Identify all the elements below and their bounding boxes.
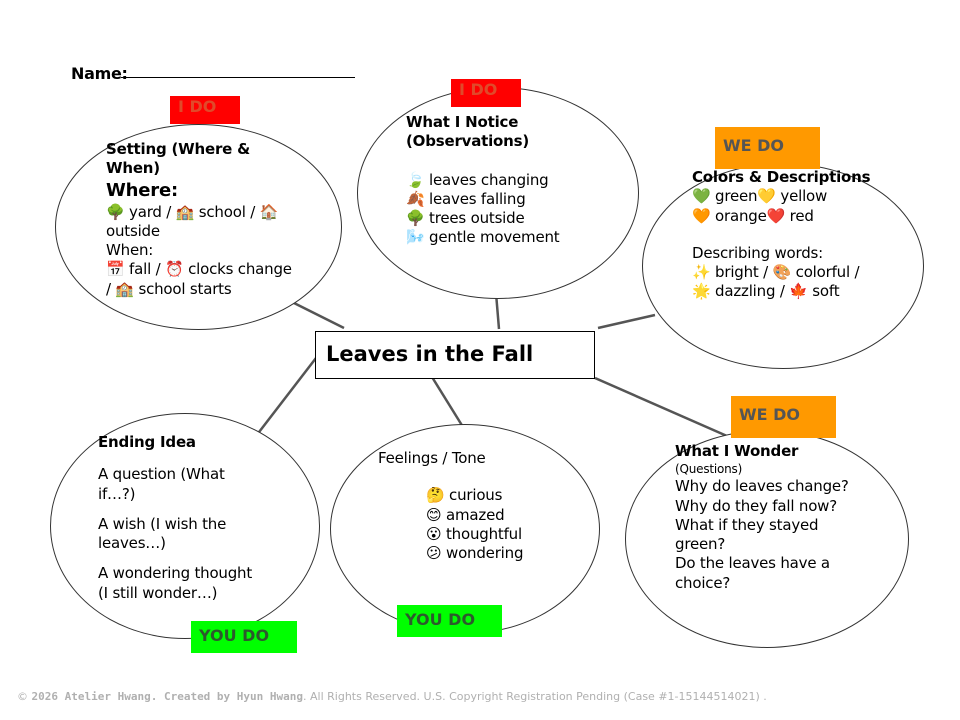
feelings-title: Feelings / Tone bbox=[378, 449, 486, 467]
ending-item: A question (What if…?) bbox=[98, 465, 225, 503]
notice-item: 🍂 leaves falling bbox=[406, 189, 526, 208]
feeling-item: 🤔 curious bbox=[426, 486, 503, 505]
notice-item: 🌬️ gentle movement bbox=[406, 228, 560, 247]
feeling-item: 😊 amazed bbox=[426, 505, 505, 524]
notice-tag: I DO bbox=[451, 79, 521, 107]
footer-rights: . All Rights Reserved. U.S. Copyright Re… bbox=[303, 690, 767, 703]
wonder-question: What if they stayed green? bbox=[675, 515, 819, 554]
ending-oval bbox=[50, 413, 320, 639]
wonder-question: Why do leaves change? bbox=[675, 477, 849, 496]
feelings-tag: YOU DO bbox=[397, 605, 502, 637]
connector-ending bbox=[255, 357, 317, 437]
connector-colors bbox=[597, 313, 656, 330]
wonder-subtitle: (Questions) bbox=[675, 462, 743, 477]
describing-text: ✨ bright / 🎨 colorful / 🌟 dazzling / 🍁 s… bbox=[692, 263, 860, 301]
feelings-oval bbox=[330, 424, 600, 634]
wonder-oval bbox=[625, 430, 909, 648]
where-label: Where: bbox=[106, 179, 178, 201]
when-text: 📅 fall / ⏰ clocks change / 🏫 school star… bbox=[106, 260, 292, 298]
wonder-content: What I Wonder (Questions) Why do leaves … bbox=[675, 442, 860, 593]
colors-content: Colors & Descriptions 💚 green💛 yellow 🧡 … bbox=[692, 168, 882, 302]
ending-content: Ending Idea A question (What if…?) A wis… bbox=[98, 433, 258, 603]
connector-wonder bbox=[594, 376, 728, 438]
setting-tag: I DO bbox=[170, 96, 240, 124]
colors-tag: WE DO bbox=[715, 127, 820, 169]
connector-notice bbox=[494, 292, 501, 330]
notice-item: 🌳 trees outside bbox=[406, 209, 525, 228]
name-label: Name: bbox=[71, 64, 128, 83]
connector-feelings bbox=[430, 376, 465, 428]
ending-item: A wondering thought (I still wonder…) bbox=[98, 564, 253, 602]
setting-content: Setting (Where & When) Where: 🌳 yard / 🏫… bbox=[106, 140, 296, 299]
footer-credit: 2026 Atelier Hwang. Created by Hyun Hwan… bbox=[31, 690, 304, 703]
ending-item: A wish (I wish the leaves…) bbox=[98, 514, 227, 553]
ending-title: Ending Idea bbox=[98, 433, 196, 451]
wonder-question: Do the leaves have a choice? bbox=[675, 554, 830, 592]
setting-title: Setting (Where & When) bbox=[106, 140, 251, 178]
where-text: 🌳 yard / 🏫 school / 🏠 outside bbox=[106, 202, 279, 240]
wonder-title: What I Wonder bbox=[675, 442, 799, 460]
copyright-icon: © bbox=[17, 690, 28, 703]
central-topic: Leaves in the Fall bbox=[315, 331, 595, 379]
name-input-line[interactable] bbox=[121, 77, 355, 78]
copyright-footer: © 2026 Atelier Hwang. Created by Hyun Hw… bbox=[17, 690, 767, 703]
notice-item: 🍃 leaves changing bbox=[406, 170, 549, 189]
feeling-item: 😮 thoughtful bbox=[426, 524, 522, 543]
feelings-content: Feelings / Tone 🤔 curious 😊 amazed 😮 tho… bbox=[378, 449, 578, 563]
ending-tag: YOU DO bbox=[191, 621, 297, 653]
colors-line: 🧡 orange❤️ red bbox=[692, 206, 814, 225]
describing-label: Describing words: bbox=[692, 243, 823, 262]
setting-oval bbox=[55, 124, 342, 330]
colors-line: 💚 green💛 yellow bbox=[692, 187, 828, 206]
connector-setting bbox=[287, 298, 345, 330]
wonder-tag: WE DO bbox=[731, 396, 836, 438]
wonder-question: Why do they fall now? bbox=[675, 496, 838, 515]
colors-title: Colors & Descriptions bbox=[692, 168, 871, 186]
notice-title: What I Notice (Observations) bbox=[406, 113, 530, 151]
colors-oval bbox=[642, 163, 924, 369]
feeling-item: 😕 wondering bbox=[426, 544, 524, 563]
when-label: When: bbox=[106, 241, 154, 260]
notice-content: What I Notice (Observations) 🍃 leaves ch… bbox=[406, 113, 616, 248]
